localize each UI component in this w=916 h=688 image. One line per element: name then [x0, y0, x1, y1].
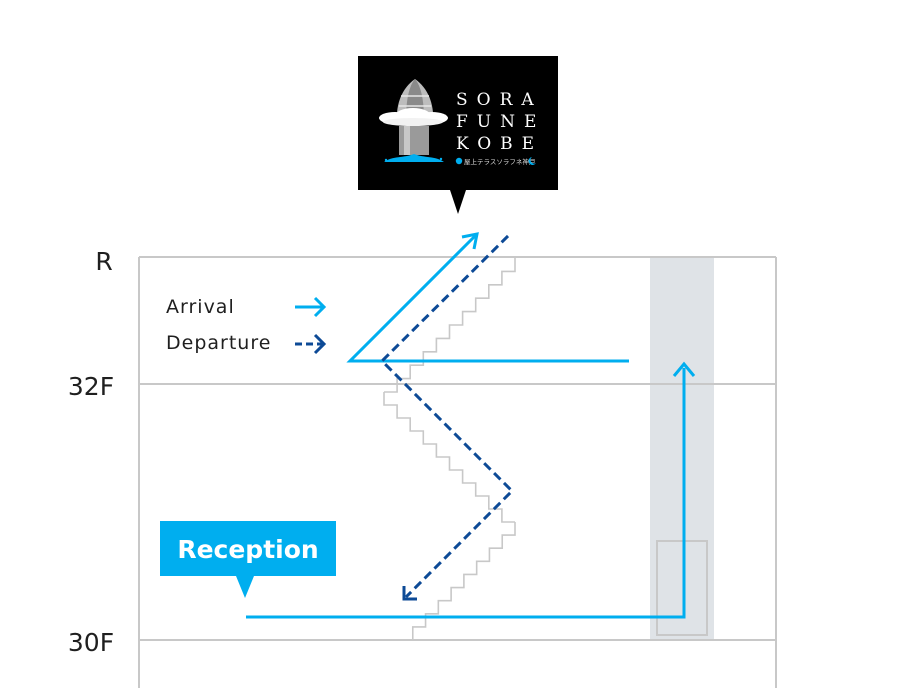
- legend-arrival-arrow-icon: [295, 296, 327, 318]
- elevator-shaft: [650, 257, 714, 641]
- logo-tagline: 屋上テラスソラフネ神戸: [464, 157, 536, 166]
- ship-cloud-logo-icon: [379, 79, 448, 162]
- floor-label-32f: 32F: [68, 372, 114, 401]
- legend-arrival-label: Arrival: [166, 296, 235, 318]
- reception-box: [160, 521, 336, 576]
- floor-label-30f: 30F: [68, 628, 114, 657]
- reception-label: Reception: [177, 535, 318, 564]
- departure-route: [379, 234, 515, 601]
- arrival-route: [246, 232, 696, 619]
- legend-departure-label: Departure: [166, 332, 271, 354]
- arrival-path-ground: [246, 368, 686, 619]
- departure-path: [379, 234, 515, 599]
- logo-emblem-icon: [455, 157, 463, 165]
- arrival-arrowhead-terrace: [461, 232, 479, 250]
- legend: Arrival Departure: [166, 296, 327, 355]
- logo-line-3: KOBE: [456, 134, 543, 154]
- logo-callout-pointer: [450, 190, 466, 214]
- moon-icon: [528, 157, 536, 165]
- arrival-arrowhead-elevator: [672, 361, 696, 377]
- logo-callout: SORA FUNE KOBE 屋上テラスソラフネ神戸: [358, 56, 558, 214]
- reception-callout: Reception: [160, 521, 336, 598]
- staircase-lower: [400, 522, 516, 641]
- legend-departure-arrow-icon: [295, 333, 327, 355]
- logo-line-1: SORA: [456, 90, 543, 110]
- staircase-middle: [383, 392, 515, 523]
- staircase-upper: [384, 258, 516, 393]
- floor-label-roof: R: [95, 247, 112, 276]
- reception-callout-pointer: [236, 576, 254, 598]
- elevator-car: [656, 540, 708, 636]
- building-frame: [138, 256, 777, 688]
- arrival-path-terrace: [346, 234, 629, 363]
- logo-line-2: FUNE: [456, 112, 545, 132]
- departure-arrowhead: [402, 586, 417, 601]
- stairs: [383, 258, 516, 641]
